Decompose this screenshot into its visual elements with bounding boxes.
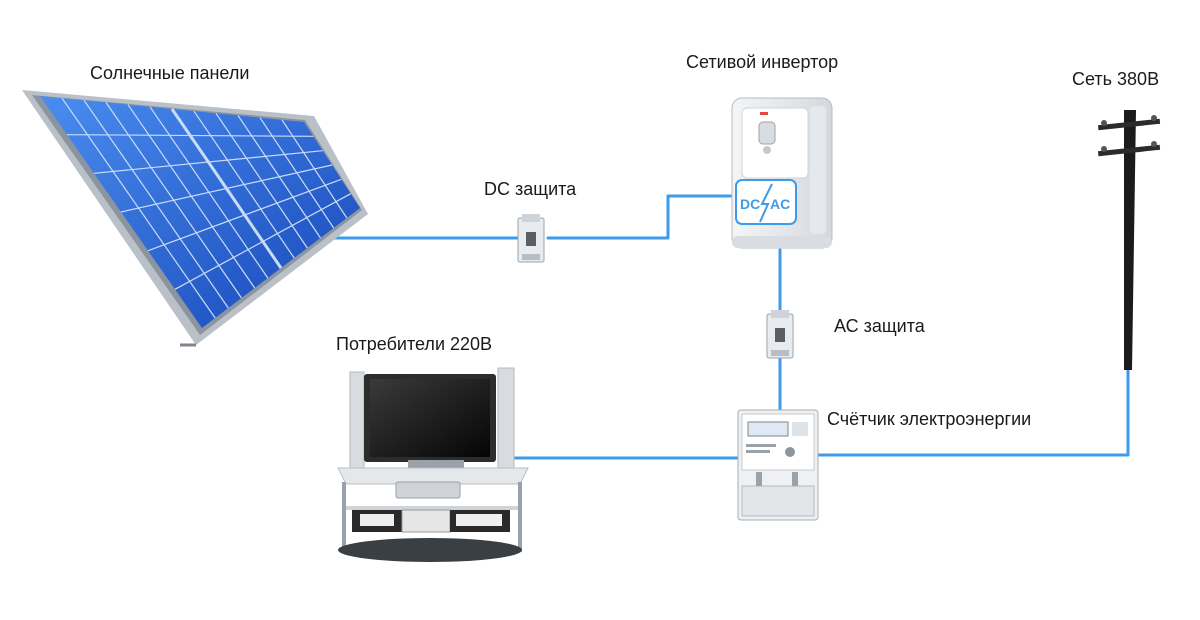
wire-meter-to-grid	[816, 358, 1130, 457]
label-consumers: Потребители 220В	[336, 334, 492, 354]
electricity-meter-icon	[737, 409, 819, 521]
label-meter: Счётчик электроэнергии	[827, 409, 1031, 429]
inverter-badge-ac: AC	[770, 196, 790, 212]
inverter-icon: DC AC	[731, 97, 833, 249]
panel-grid-line	[120, 164, 333, 213]
circuit-breaker-icon	[517, 214, 545, 263]
label-solar-panels: Солнечные панели	[90, 63, 249, 83]
wire-dc-to-inverter	[546, 194, 742, 240]
panel-grid-line	[66, 134, 314, 137]
panel-grid-line	[93, 150, 323, 174]
inverter-badge-dc: DC	[740, 196, 760, 212]
label-inverter: Сетивой инвертор	[686, 52, 838, 72]
tv-stand-icon	[337, 367, 529, 562]
panel-grid-line	[147, 178, 342, 252]
label-ac-protection: АС защита	[834, 316, 926, 336]
circuit-breaker-icon	[766, 310, 794, 359]
label-grid: Сеть 380В	[1072, 69, 1159, 89]
utility-pole-icon	[1097, 110, 1161, 370]
solar-panel-icon	[22, 90, 368, 347]
wires	[326, 194, 1130, 460]
label-dc-protection: DC защита	[484, 179, 577, 199]
panel-grid-line	[174, 193, 351, 290]
